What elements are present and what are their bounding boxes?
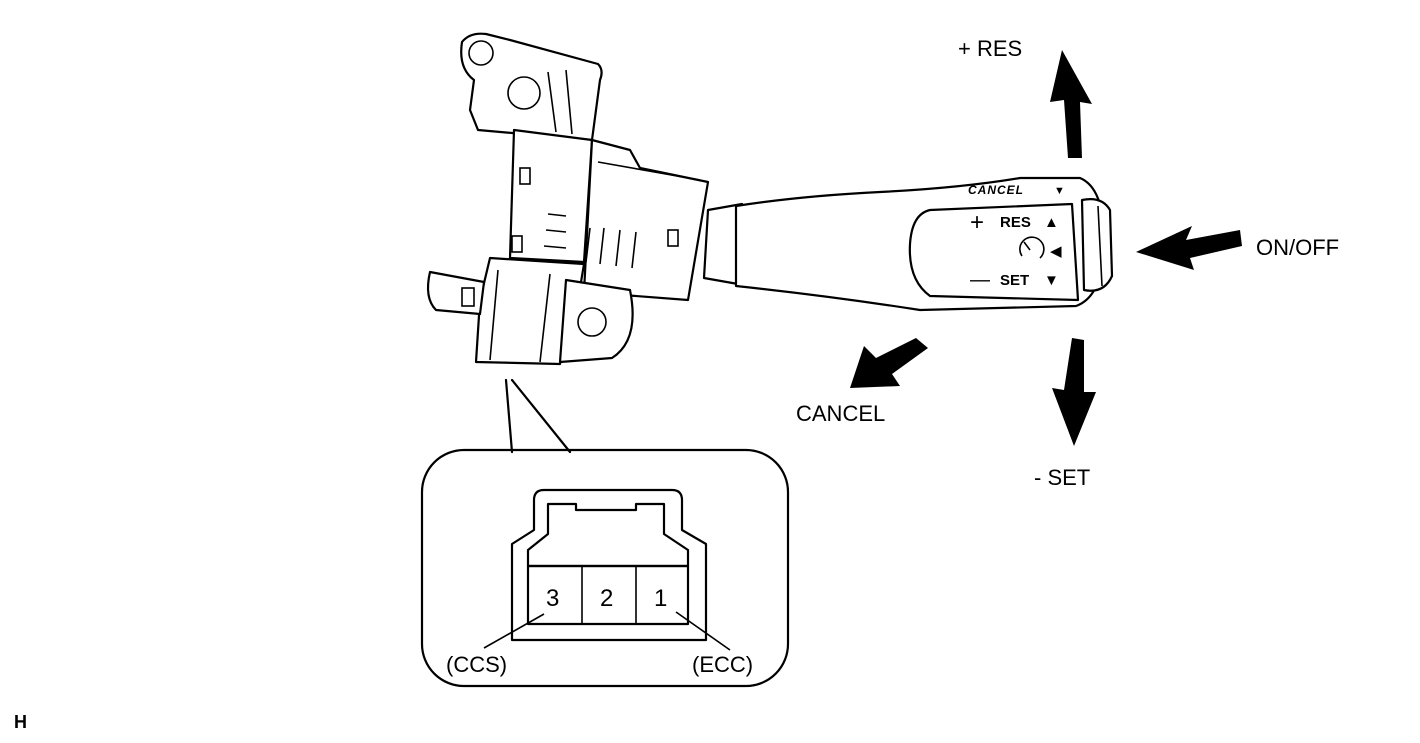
lever-res-arrow: ▲ — [1044, 214, 1059, 231]
cancel-down-left-arrow-icon — [850, 338, 928, 388]
on-off-label: ON/OFF — [1256, 235, 1339, 260]
lever-res-text: RES — [1000, 214, 1031, 231]
set-label: - SET — [1034, 465, 1090, 490]
ecc-label: (ECC) — [692, 652, 753, 677]
cancel-label: CANCEL — [796, 401, 885, 426]
ccs-leader — [483, 613, 545, 649]
connector-face — [510, 488, 708, 642]
switch-housing — [426, 32, 744, 366]
ecc-leader — [675, 611, 731, 651]
ccs-label: (CCS) — [446, 652, 507, 677]
lever-minus-sign: — — [970, 269, 990, 291]
connector-callout-box — [420, 448, 790, 688]
res-label: + RES — [958, 36, 1022, 61]
speedometer-icon — [1019, 236, 1045, 259]
pin-2: 2 — [600, 585, 613, 612]
set-down-arrow-icon — [1052, 338, 1096, 446]
corner-mark: H — [14, 712, 27, 732]
lever-set-arrow: ▼ — [1044, 272, 1059, 289]
on-off-left-arrow-icon — [1136, 226, 1242, 270]
lever-cancel-arrow: ▼ — [1054, 185, 1065, 197]
pin-3: 3 — [546, 585, 559, 612]
lever-cancel-text: CANCEL — [968, 183, 1024, 197]
callout-leader — [504, 378, 572, 454]
lever-set-text: SET — [1000, 272, 1029, 289]
pin-1: 1 — [654, 585, 667, 612]
lever-plus-sign: + — [970, 209, 984, 236]
res-up-arrow-icon — [1050, 50, 1092, 158]
lever-cruise-arrow: ◀ — [1050, 243, 1062, 260]
lever-stalk — [734, 176, 1114, 312]
